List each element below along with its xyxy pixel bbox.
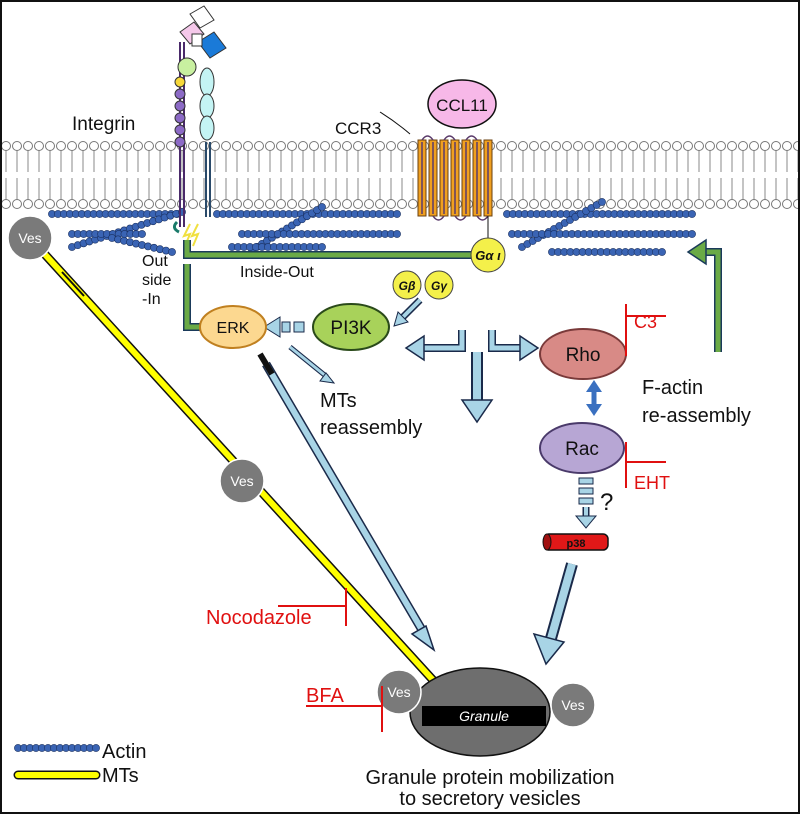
erk-label: ERK [217, 320, 250, 337]
vesicle-right-label: Ves [561, 697, 584, 713]
mts-reassembly-label-2: reassembly [320, 417, 422, 439]
legend-actin-label: Actin [102, 741, 146, 763]
bfa-inhibitor-label: BFA [306, 685, 344, 707]
ccl11-label: CCL11 [436, 96, 488, 115]
outside-in-label-1: Out [142, 253, 168, 270]
p38-label: p38 [567, 538, 586, 550]
vesicle-left-label: Ves [387, 684, 410, 700]
legend-mts-label: MTs [102, 765, 139, 787]
erk-node: ERK [199, 305, 267, 349]
granule-group: Granule Ves Ves [376, 667, 596, 757]
g-gamma-label: Gγ [431, 279, 448, 293]
green-signaling-paths [183, 216, 722, 352]
rho-label: Rho [566, 345, 601, 366]
mts-reassembly-label-1: MTs [320, 390, 357, 412]
rho-node: Rho [539, 328, 627, 380]
granule-label: Granule [459, 708, 509, 724]
integrin-label: Integrin [72, 114, 135, 135]
rac-node: Rac [539, 422, 625, 474]
pi3k-node: PI3K [312, 303, 390, 351]
rac-label: Rac [565, 439, 599, 460]
g-alpha-protein [470, 237, 506, 273]
outside-in-label-3: -In [142, 291, 161, 308]
caption-line-2: to secretory vesicles [399, 788, 580, 810]
vesicle-top-label: Ves [18, 230, 41, 246]
nocodazole-inhibitor-label: Nocodazole [206, 607, 312, 629]
actin-filaments [48, 198, 696, 256]
signal-arrows [257, 297, 602, 666]
ccl11-ligand [427, 79, 497, 129]
cell-membrane [2, 141, 798, 209]
g-beta-label: Gβ [399, 279, 416, 293]
g-gamma-protein [424, 270, 454, 300]
legend-actin-swatch [14, 744, 100, 752]
eht-inhibitor-label: EHT [634, 473, 670, 493]
granule-box [422, 706, 546, 726]
integrin-receptor [172, 5, 227, 247]
vesicle-middle: Ves [219, 458, 265, 504]
caption-line-1: Granule protein mobilization [365, 767, 614, 789]
question-mark: ? [600, 489, 613, 516]
g-alpha-label: Gα ι [475, 248, 501, 263]
ccr3-label: CCR3 [335, 119, 381, 138]
p38-node: p38 [542, 533, 609, 551]
pi3k-label: PI3K [330, 318, 372, 339]
ccr3-receptor [379, 111, 493, 221]
vesicle-left [376, 669, 422, 715]
c3-inhibitor-label: C3 [634, 312, 657, 332]
legend: Actin MTs [13, 741, 146, 787]
vesicle-middle-label: Ves [230, 473, 253, 489]
vesicle-right [550, 682, 596, 728]
g-beta-protein [392, 270, 422, 300]
vesicle-top: Ves [7, 215, 53, 261]
inhibitor-marks [278, 304, 666, 732]
inside-out-label: Inside-Out [240, 264, 314, 281]
outside-in-label-2: side [142, 272, 171, 289]
factin-label-1: F-actin [642, 377, 703, 399]
factin-label-2: re-assembly [642, 405, 751, 427]
